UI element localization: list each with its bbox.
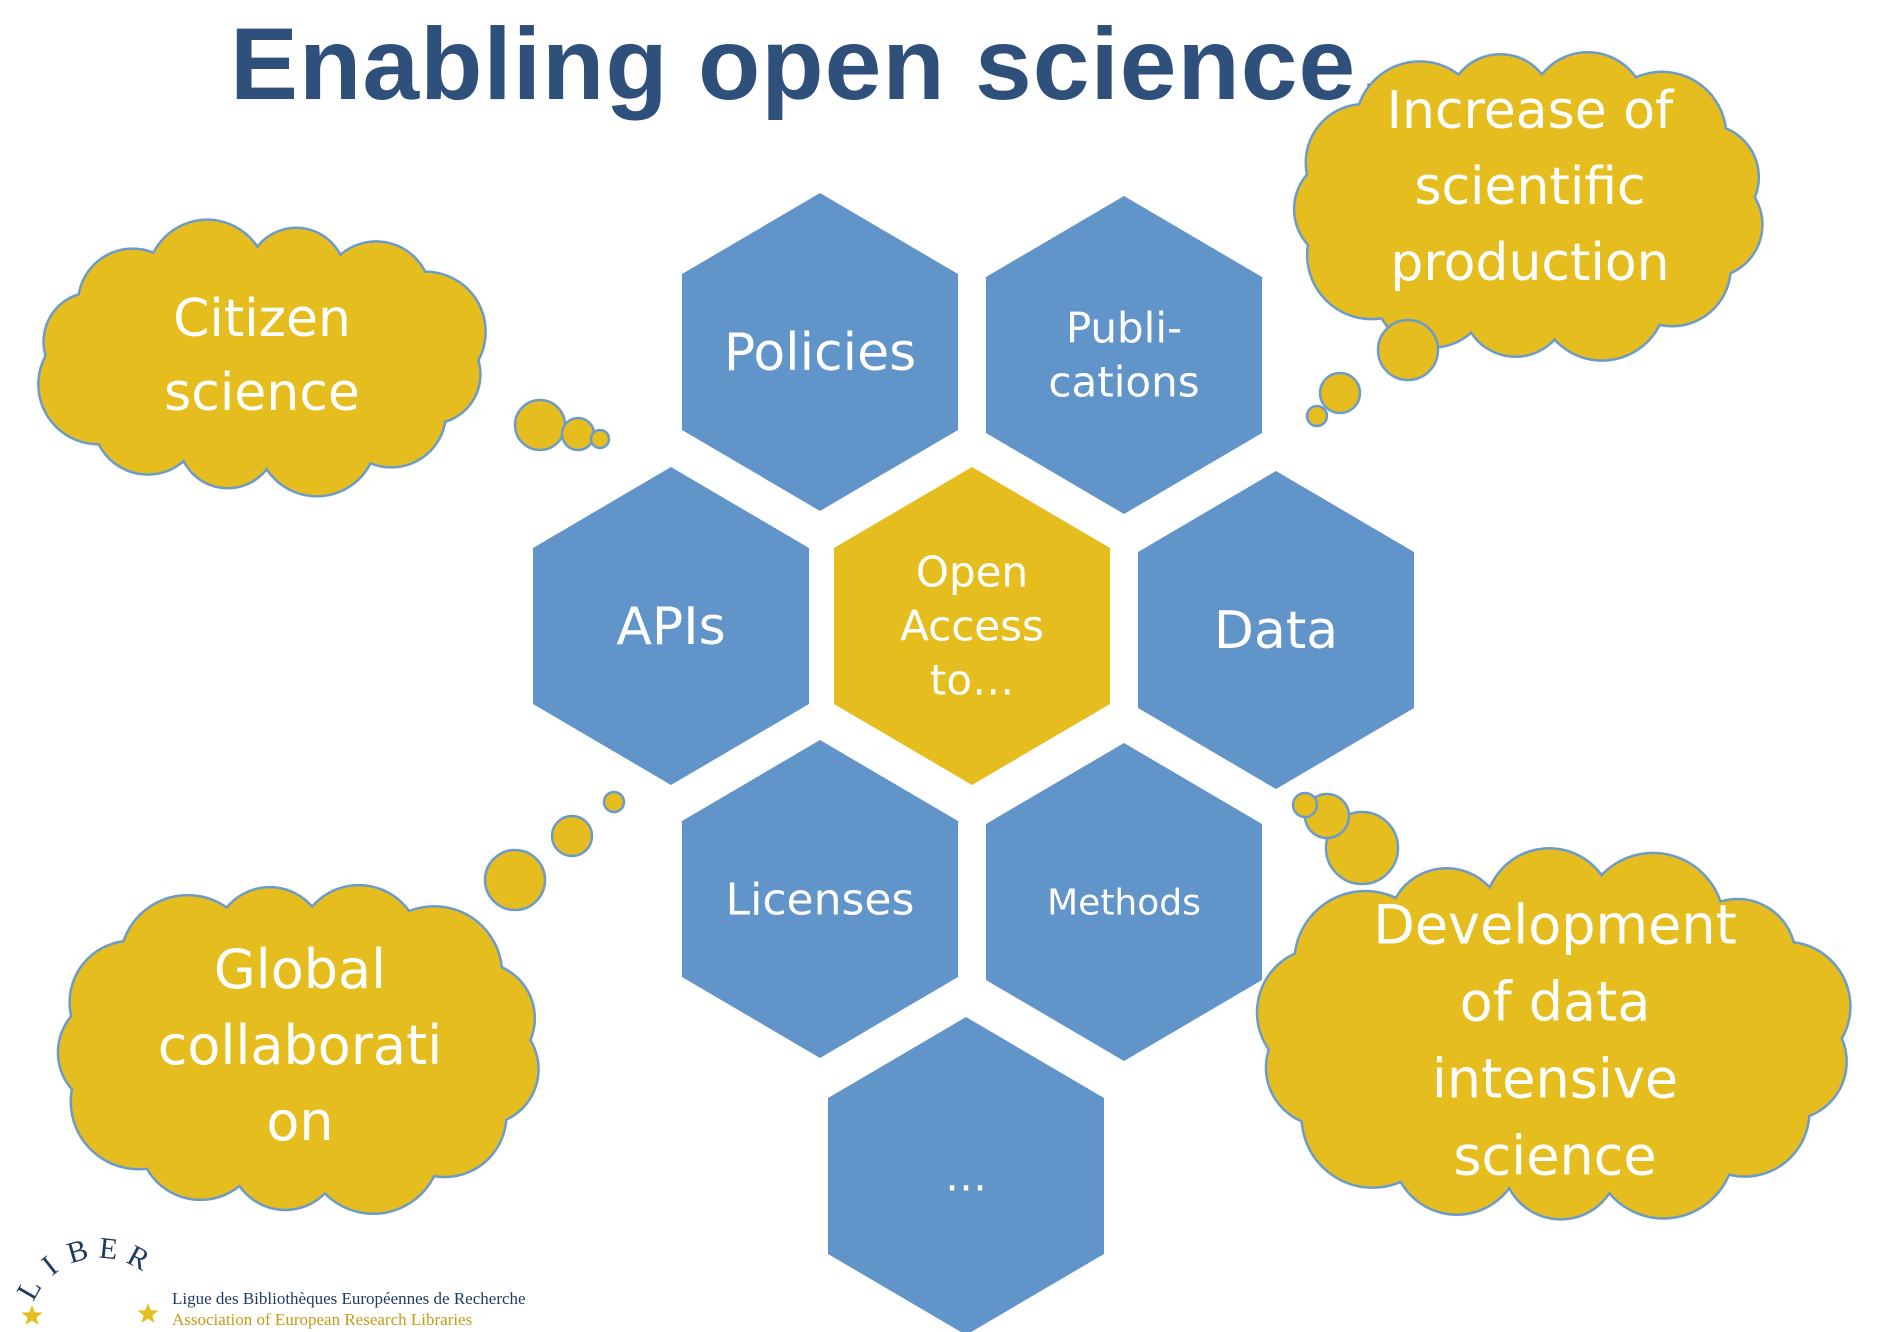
hexagon-apis-label-line: APIs [616, 597, 725, 657]
liber-logo-letter: E [98, 1232, 120, 1267]
hexagon-more-shape [828, 1017, 1104, 1332]
cloud-increase-production-label-line: Increase of [1387, 81, 1675, 141]
liber-star-icon [137, 1303, 159, 1323]
hexagon-more-label-line: … [945, 1152, 987, 1201]
liber-star-icon [21, 1305, 43, 1325]
cloud-increase-production-bubble [1376, 318, 1440, 382]
cloud-global-collaboration-bubble [483, 848, 547, 912]
cloud-citizen-science-bubble [589, 428, 611, 450]
hexagon-publications: Publi-cations [986, 196, 1262, 514]
cloud-increase-production-shape [1295, 53, 1762, 360]
hexagon-policies: Policies [682, 193, 958, 511]
cloud-data-intensive: Development of data intensive science [1255, 791, 1852, 1221]
liber-logo-letter: I [36, 1250, 64, 1282]
cloud-global-collaboration: Global collaborati on [56, 790, 626, 1216]
hexagon-more-label: … [945, 1152, 987, 1201]
hexagon-publications-label-line: cations [1048, 358, 1199, 407]
cloud-global-collaboration-label-line: Global [214, 938, 386, 1001]
cloud-data-intensive-label-line: intensive [1432, 1047, 1678, 1110]
cloud-increase-production-label-line: scientific [1414, 157, 1645, 217]
hexagon-licenses-shape [682, 740, 958, 1058]
liber-logo-letter: B [63, 1233, 91, 1270]
cloud-global-collaboration-bubble [602, 790, 626, 814]
cloud-global-collaboration-label-line: collaborati [158, 1014, 443, 1077]
hexagon-open-access-label-line: to… [930, 656, 1014, 705]
page-title: Enabling open science… [230, 7, 1460, 121]
cloud-citizen-science-label-line: science [164, 363, 360, 423]
cloud-data-intensive-shape [1258, 849, 1850, 1219]
liber-caption: Ligue des Bibliothèques Européennes de R… [172, 1288, 526, 1330]
hexagon-policies-label: Policies [724, 323, 916, 383]
cloud-data-intensive-label-line: Development [1373, 893, 1737, 956]
cloud-data-intensive-label: Development of data intensive science [1373, 893, 1737, 1187]
hexagon-apis-label: APIs [616, 597, 725, 657]
thought-clouds: Citizen science Increase of scientific produ… [37, 50, 1852, 1221]
hexagon-methods-shape [986, 743, 1262, 1061]
cloud-increase-production-bubble [1305, 404, 1329, 428]
cloud-increase-production-label-line: production [1390, 233, 1669, 293]
cloud-global-collaboration-label: Global collaborati on [158, 938, 443, 1153]
hexagon-licenses-label: Licenses [726, 874, 915, 925]
cloud-increase-production-label: Increase of scientific production [1387, 81, 1675, 293]
cloud-citizen-science-label-line: Citizen [173, 289, 351, 349]
liber-caption-line1: Ligue des Bibliothèques Européennes de R… [172, 1289, 526, 1308]
liber-logo-letter: L [11, 1273, 49, 1305]
cloud-global-collaboration-label-line: on [266, 1090, 333, 1153]
cloud-global-collaboration-bubble [550, 814, 594, 858]
cloud-data-intensive-bubble [1291, 791, 1319, 819]
hexagon-data: Data [1138, 471, 1414, 789]
cloud-citizen-science-shape [39, 220, 485, 496]
hexagon-policies-shape [682, 193, 958, 511]
cloud-data-intensive-label-line: of data [1460, 970, 1651, 1033]
hexagon-apis-shape [533, 467, 809, 785]
hexagon-data-label: Data [1214, 601, 1338, 661]
hexagon-publications-label: Publi-cations [1048, 304, 1199, 407]
liber-logo-letter: R [122, 1239, 155, 1278]
hexagon-data-shape [1138, 471, 1414, 789]
cloud-citizen-science-bubble [560, 416, 596, 452]
cloud-global-collaboration-shape [59, 886, 538, 1213]
hexagon-open-access-label-line: Open [916, 548, 1028, 597]
cloud-citizen-science-bubble [513, 398, 567, 452]
hexagon-licenses: Licenses [682, 740, 958, 1058]
liber-caption-line2: Association of European Research Librari… [172, 1310, 473, 1329]
hexagon-publications-label-line: Publi- [1066, 304, 1182, 353]
cloud-data-intensive-label-line: science [1453, 1124, 1656, 1187]
cloud-citizen-science: Citizen science [37, 218, 611, 498]
hexagon-apis: APIs [533, 467, 809, 785]
hexagon-data-label-line: Data [1214, 601, 1338, 661]
hexagon-open-access-shape [834, 467, 1110, 785]
hexagon-methods-label: Methods [1047, 883, 1201, 924]
hexagon-licenses-label-line: Licenses [726, 874, 915, 925]
hexagon-policies-label-line: Policies [724, 323, 916, 383]
hexagon-publications-shape [986, 196, 1262, 514]
hexagon-more: … [828, 1017, 1104, 1332]
cloud-increase-production: Increase of scientific production [1292, 50, 1764, 428]
cloud-increase-production-bubble [1318, 371, 1362, 415]
hexagon-methods-label-line: Methods [1047, 883, 1201, 924]
hexagon-methods: Methods [986, 743, 1262, 1061]
cloud-citizen-science-label: Citizen science [164, 289, 360, 423]
hexagon-open-access-label-line: Access [900, 602, 1044, 651]
